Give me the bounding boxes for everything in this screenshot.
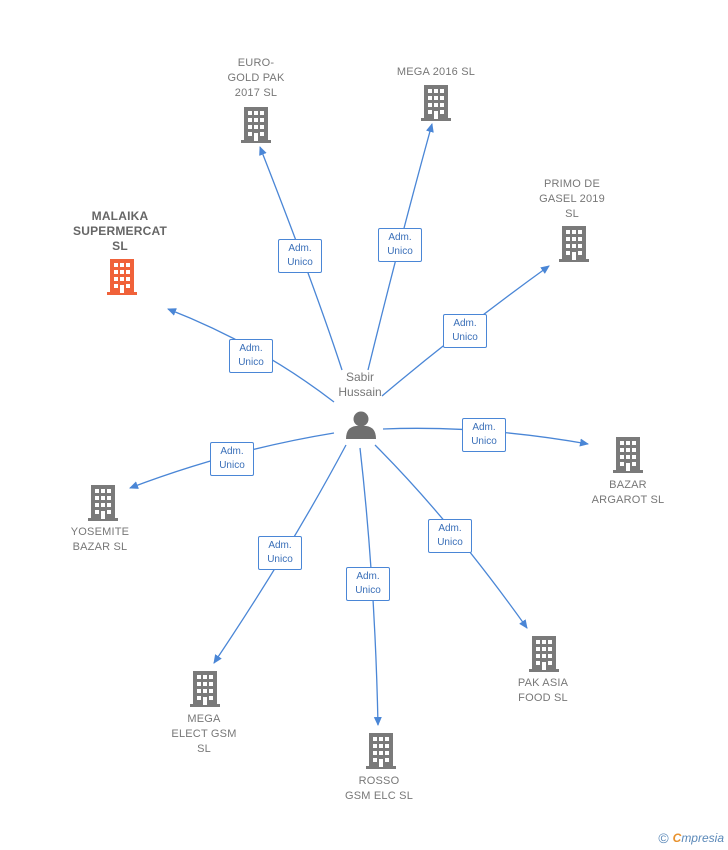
edge-label-malaika-supermercat-sl[interactable]: Adm. Unico [229, 339, 273, 373]
edge-label-bazar-argarot-sl[interactable]: Adm. Unico [462, 418, 506, 452]
building-icon[interactable] [421, 85, 451, 121]
edge-label-mega-2016-sl[interactable]: Adm. Unico [378, 228, 422, 262]
edge-label-pak-asia-food-sl[interactable]: Adm. Unico [428, 519, 472, 553]
node-label-rosso-gsm-elc-sl: ROSSO GSM ELC SL [344, 775, 414, 802]
building-icon[interactable] [88, 485, 118, 521]
building-icon[interactable] [366, 733, 396, 769]
edge-label-mega-elect-gsm-sl[interactable]: Adm. Unico [258, 536, 302, 570]
edge-label-euro-gold-pak-2017-sl[interactable]: Adm. Unico [278, 239, 322, 273]
footer-brand[interactable]: © Cmpresia [658, 830, 724, 846]
node-label-bazar-argarot-sl: BAZAR ARGAROT SL [591, 479, 665, 506]
building-icon[interactable] [529, 636, 559, 672]
building-icon[interactable] [613, 437, 643, 473]
copyright-icon: © [658, 830, 669, 846]
edge-label-rosso-gsm-elc-sl[interactable]: Adm. Unico [346, 567, 390, 601]
building-icon[interactable] [559, 226, 589, 262]
edge-label-yosemite-bazar-sl[interactable]: Adm. Unico [210, 442, 254, 476]
building-icon[interactable] [190, 671, 220, 707]
node-label-malaika-supermercat-sl: MALAIKA SUPERMERCAT SL [73, 209, 167, 253]
node-label-primo-de-gasel-2019-sl: PRIMO DE GASEL 2019 SL [539, 178, 605, 220]
node-label-pak-asia-food-sl: PAK ASIA FOOD SL [517, 677, 569, 704]
brand-logo: Cmpresia [672, 831, 724, 845]
person-label: Sabir Hussain [338, 370, 382, 399]
person-icon[interactable] [346, 411, 376, 440]
node-label-mega-2016-sl: MEGA 2016 SL [396, 66, 476, 78]
node-label-mega-elect-gsm-sl: MEGA ELECT GSM SL [171, 713, 237, 755]
building-icon[interactable] [241, 107, 271, 143]
node-label-yosemite-bazar-sl: YOSEMITE BAZAR SL [70, 526, 130, 553]
building-icon[interactable] [107, 259, 137, 295]
edge-label-primo-de-gasel-2019-sl[interactable]: Adm. Unico [443, 314, 487, 348]
node-label-euro-gold-pak-2017-sl: EURO- GOLD PAK 2017 SL [227, 57, 285, 99]
icons [88, 85, 643, 769]
edge-euro-gold-pak-2017-sl [259, 146, 343, 371]
